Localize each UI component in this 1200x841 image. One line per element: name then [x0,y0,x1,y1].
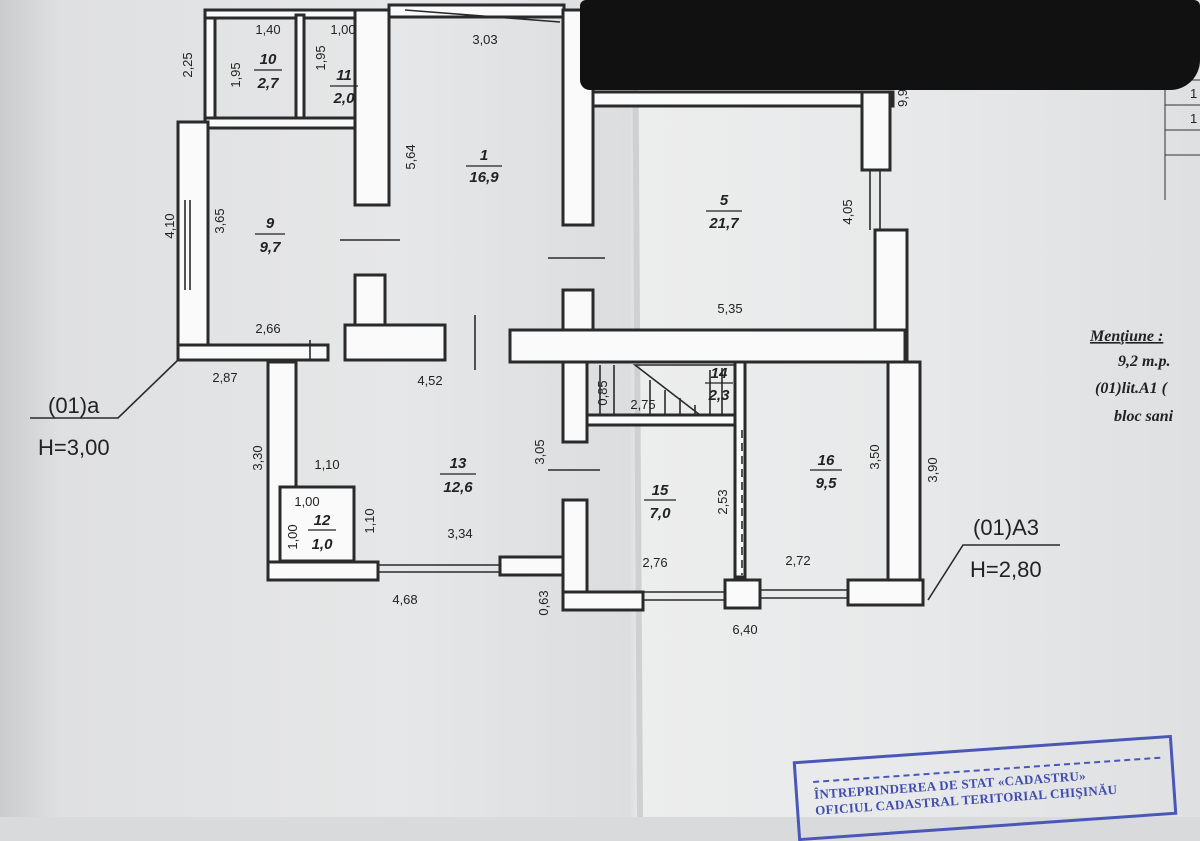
room-number: 5 [720,192,729,209]
table-cell: 1 [1190,111,1197,126]
room-11-label: 112,0 [330,67,358,107]
room-13-label: 13 12,6 [440,455,476,496]
block-labels: (01)a H=3,00 (01)A3 H=2,80 [38,393,1042,582]
room-area: 16,9 [469,169,499,186]
stair-hatch [586,364,736,416]
room-area: 21,7 [708,215,739,232]
dim-1-10: 1,10 [362,508,377,533]
room-area: 2,0 [333,90,356,107]
room-area: 2,7 [257,75,280,92]
right-height-label: H=2,80 [970,557,1042,582]
dim-5-35: 5,35 [717,301,742,316]
dim-3-03: 3,03 [472,32,497,47]
room-10-label: 102,7 [254,51,282,92]
room-12-label: 121,0 [308,512,336,553]
room-number: 1 [480,147,488,164]
dim-1-00: 1,00 [330,22,355,37]
room-number: 16 [818,452,835,469]
room-1-label: 116,9 [466,147,502,186]
dim-2-72: 2,72 [785,553,810,568]
dim-2-66: 2,66 [255,321,280,336]
dim-1-95: 1,95 [313,45,328,70]
room-area: 2,3 [708,387,731,404]
room-area: 9,5 [816,475,838,492]
right-block-label: (01)A3 [973,515,1039,540]
room-labels: 116,9 521,7 99,7 102,7 112,0 121,0 1312,… [254,51,842,553]
notes-line: (01)lit.A1 ( [1095,380,1169,397]
dim-3-05: 3,05 [532,439,547,464]
room-number: 14 [711,365,728,382]
dim-1-95: 1,95 [228,62,243,87]
notes-line: 9,2 m.p. [1118,353,1170,370]
dim-1-40: 1,40 [255,22,280,37]
dim-4-52: 4,52 [417,373,442,388]
room-14-label: 142,3 [705,365,733,404]
redacted-area [580,0,1200,90]
dim-0-63: 0,63 [536,590,551,615]
dim-0-85: 0,85 [595,380,610,405]
room-9-label: 99,7 [255,215,285,256]
walls [176,3,925,612]
windows [184,9,881,601]
dim-4-68: 4,68 [392,592,417,607]
floor-plan: 116,9 521,7 99,7 102,7 112,0 121,0 1312,… [30,0,1200,817]
notes-line: bloc sani [1114,408,1174,425]
dim-5-64: 5,64 [403,144,418,169]
dim-4-10: 4,10 [162,213,177,238]
dim-9-9: 9,9 [895,89,910,107]
dim-3-34: 3,34 [447,526,472,541]
dim-2-25: 2,25 [180,52,195,77]
dimension-labels: 1,40 1,00 3,03 2,25 1,95 1,95 5,64 4,10 … [162,22,940,637]
dim-3-50: 3,50 [867,444,882,469]
dim-3-90: 3,90 [925,457,940,482]
room-area: 7,0 [650,505,672,522]
room-area: 1,0 [312,536,334,553]
room-number: 15 [652,482,669,499]
dim-2-76: 2,76 [642,555,667,570]
room-area: 9,7 [260,239,282,256]
dim-1-00: 1,00 [285,524,300,549]
room-area: 12,6 [443,479,473,496]
dim-2-87: 2,87 [212,370,237,385]
dim-6-40: 6,40 [732,622,757,637]
notes-heading: Menţiune : [1089,328,1163,345]
room-15-label: 157,0 [644,482,676,522]
dim-3-30: 3,30 [250,445,265,470]
room-16-label: 169,5 [810,452,842,492]
notes-block: Menţiune : 9,2 m.p. (01)lit.A1 ( bloc sa… [1089,328,1174,425]
door-marks [309,239,743,575]
dim-3-65: 3,65 [212,208,227,233]
room-5-label: 521,7 [706,192,742,232]
leader-lines [30,359,1060,601]
room-number: 11 [336,67,352,84]
room-number: 12 [314,512,331,529]
paper-fold [632,0,643,817]
room-number: 13 [450,455,467,472]
dim-2-75: 2,75 [630,397,655,412]
table-cell: 1 [1190,86,1197,101]
left-height-label: H=3,00 [38,435,110,460]
left-block-label: (01)a [48,393,100,418]
dim-4-05: 4,05 [840,199,855,224]
room-number: 10 [260,51,277,68]
room-number: 9 [266,215,275,232]
dim-1-00: 1,00 [294,494,319,509]
dim-1-10: 1,10 [314,457,339,472]
dim-2-53: 2,53 [715,489,730,514]
